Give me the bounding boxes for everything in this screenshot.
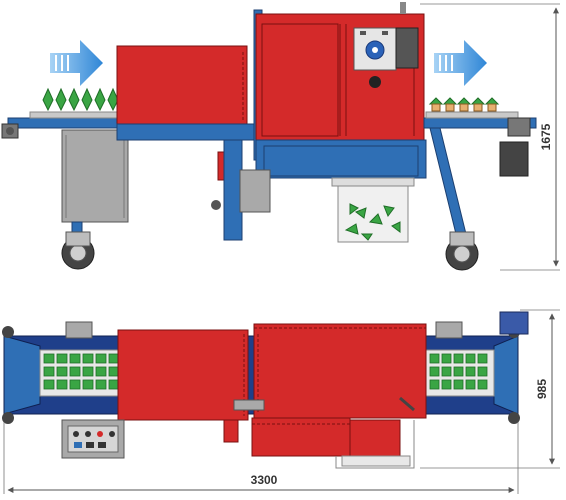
- left-conveyor: [7, 117, 119, 129]
- right-plants: [428, 97, 500, 112]
- height-dimension: 1675: [420, 3, 560, 271]
- top-main-housing: [253, 323, 427, 419]
- length-label: 3300: [251, 473, 278, 487]
- width-label: 985: [535, 379, 549, 399]
- top-control-cabinet: [61, 419, 125, 459]
- top-motor: [395, 27, 419, 69]
- output-arrow-icon: [434, 40, 487, 86]
- width-dimension: 985: [420, 309, 560, 469]
- red-hood: [116, 45, 248, 125]
- input-arrow-icon: [50, 40, 103, 86]
- top-red-hood: [117, 329, 249, 421]
- length-dimension: 3300: [3, 422, 519, 494]
- top-motor-right: [499, 311, 529, 335]
- left-plants: [42, 87, 119, 112]
- left-caster-wheel: [61, 221, 95, 270]
- right-caster-wheel: [445, 231, 479, 271]
- height-label: 1675: [539, 123, 553, 150]
- control-cabinet: [61, 129, 129, 223]
- top-view: 985 3300: [2, 309, 560, 494]
- left-plant-tray: [39, 349, 121, 397]
- output-chute: [337, 183, 409, 243]
- right-plant-tray: [425, 349, 495, 397]
- side-view: 1675: [1, 2, 560, 271]
